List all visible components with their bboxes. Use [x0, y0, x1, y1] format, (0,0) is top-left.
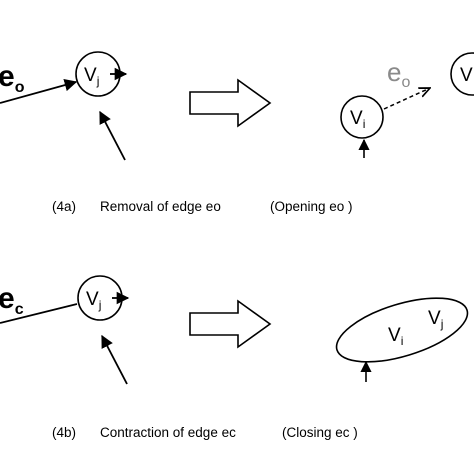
caption-4a-paren: (Opening eo )	[270, 199, 353, 214]
faded-edge-eo-label: eo	[387, 57, 410, 91]
edge-eo-arrow	[0, 78, 78, 104]
edge-ec-line	[0, 303, 78, 324]
incoming-arrow-lower	[99, 110, 126, 161]
caption-4b-label: (4b)	[52, 425, 76, 440]
transform-arrow-b	[189, 299, 272, 349]
node-vj: Vj	[75, 51, 121, 97]
removed-edge-dashed	[383, 88, 430, 110]
caption-4a-label: (4a)	[52, 199, 76, 214]
caption-4b-paren: (Closing ec )	[282, 425, 358, 440]
node-vi-after: Vi	[340, 95, 384, 139]
node-vj-label: Vj	[84, 65, 99, 88]
node-v-partial: V	[450, 52, 474, 96]
node-vj-b-label: Vj	[86, 289, 101, 312]
incoming-arrow-lower-b	[101, 334, 128, 385]
edge-ec-label: ec	[0, 282, 24, 318]
panel-4b: ec Vj Vi Vj (4b) Contraction of edge ec …	[0, 275, 469, 440]
transform-arrow-a	[189, 78, 272, 128]
merged-vi-label: Vi	[388, 325, 403, 348]
node-vj-b: Vj	[77, 275, 123, 321]
node-vi-label: Vi	[350, 108, 365, 131]
caption-4a-text: Removal of edge eo	[100, 199, 221, 214]
merged-node-ellipse	[335, 297, 469, 363]
edge-eo-label: eo	[0, 60, 25, 96]
merged-vj-label: Vj	[428, 308, 443, 331]
caption-4b-text: Contraction of edge ec	[100, 425, 236, 440]
node-v-partial-label: V	[460, 65, 473, 86]
panel-4a: eo Vj eo Vi V (4a) Remo	[0, 51, 474, 214]
